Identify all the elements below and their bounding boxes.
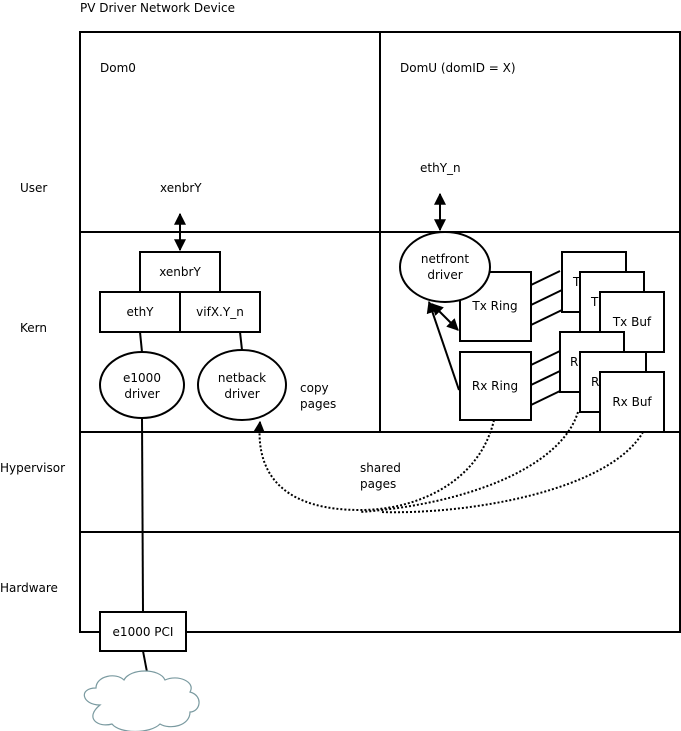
dom0-label: Dom0 bbox=[100, 61, 136, 75]
rx-buf-front bbox=[599, 371, 665, 433]
shared-pages-curve-rx-buf-front bbox=[379, 431, 644, 514]
rx-buf-front-label: Rx Buf bbox=[612, 395, 652, 409]
netfront-driver-label-1: netfront bbox=[421, 252, 470, 266]
netback-driver-node bbox=[197, 349, 287, 421]
layer-label-hardware: Hardware bbox=[0, 581, 58, 595]
eth-to-e1000-link bbox=[139, 331, 143, 353]
shared-pages-curve-rx-ring bbox=[253, 419, 495, 512]
network-cloud-icon bbox=[83, 670, 200, 731]
e1000-pci-label: e1000 PCI bbox=[113, 625, 174, 639]
pci-to-network-link bbox=[142, 650, 148, 673]
e1000-driver-node bbox=[99, 351, 185, 419]
rx-ring-box bbox=[459, 351, 532, 421]
copy-pages-label-2: pages bbox=[300, 397, 336, 411]
rx-ring-to-netfront-arrow bbox=[426, 300, 460, 391]
shared-pages-curve-rx-buf-middle bbox=[359, 411, 579, 513]
e1000-driver-label-1: e1000 bbox=[123, 371, 161, 385]
vif-to-netback-link bbox=[239, 331, 243, 351]
shared-pages-label-1: shared bbox=[360, 461, 401, 475]
copy-pages-label-1: copy bbox=[300, 381, 329, 395]
rx-ring-buffer-links bbox=[530, 350, 561, 406]
e1000-pci-box bbox=[99, 611, 187, 652]
netback-driver-label-1: netback bbox=[218, 371, 266, 385]
layer-label-kern: Kern bbox=[20, 321, 47, 335]
domu-label: DomU (domID = X) bbox=[400, 61, 516, 75]
netfront-tx-ring-arrow bbox=[431, 303, 459, 331]
eth-box-label: ethY bbox=[126, 305, 154, 319]
vif-box-label: vifX.Y_n bbox=[196, 305, 244, 319]
netfront-driver-node bbox=[399, 231, 491, 303]
domu-user-iface-label: ethY_n bbox=[420, 161, 461, 175]
vif-box bbox=[179, 291, 261, 333]
eth-box bbox=[99, 291, 181, 333]
dom0-user-bridge-label: xenbrY bbox=[160, 181, 202, 195]
rx-buf-middle-label: R bbox=[591, 375, 599, 389]
diagram-title: PV Driver Network Device bbox=[80, 1, 235, 15]
tx-buf-middle-label: T bbox=[590, 295, 599, 309]
tx-ring-label: Tx Ring bbox=[471, 299, 517, 313]
tx-buf-front-label: Tx Buf bbox=[612, 315, 652, 329]
layer-label-user: User bbox=[20, 181, 47, 195]
tx-ring-buffer-links bbox=[530, 270, 563, 326]
e1000-driver-to-pci-link bbox=[141, 417, 144, 613]
layer-label-hypervisor: Hypervisor bbox=[0, 461, 65, 475]
xenbr-box bbox=[139, 251, 221, 293]
xenbr-box-label: xenbrY bbox=[159, 265, 201, 279]
e1000-driver-label-2: driver bbox=[124, 387, 159, 401]
rx-buf-back-label: R bbox=[570, 355, 578, 369]
shared-pages-label-2: pages bbox=[360, 477, 396, 491]
tx-buf-back-label: T bbox=[572, 275, 581, 289]
netfront-driver-label-2: driver bbox=[427, 268, 462, 282]
rx-ring-label: Rx Ring bbox=[472, 379, 518, 393]
netback-driver-label-2: driver bbox=[224, 387, 259, 401]
